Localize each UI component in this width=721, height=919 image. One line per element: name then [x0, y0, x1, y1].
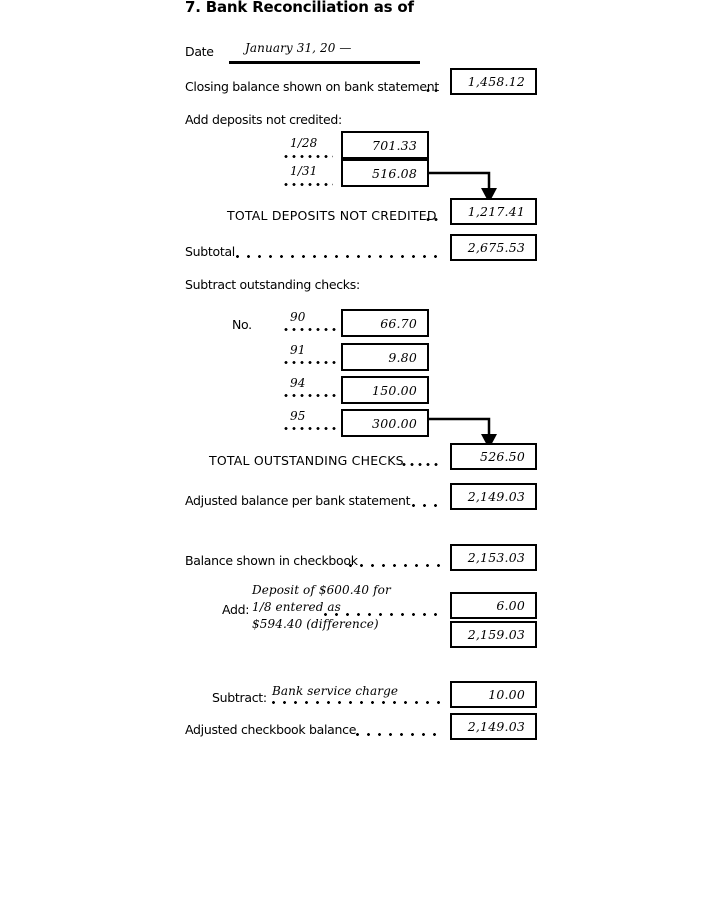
date-underline — [229, 61, 420, 64]
add-label: Add: — [222, 602, 250, 617]
deposit-amount-box-1[interactable]: 516.08 — [341, 159, 429, 187]
adjusted-bank-box[interactable]: 2,149.03 — [450, 483, 537, 510]
subtract-label: Subtract: — [212, 690, 267, 705]
add-note-line3[interactable]: $594.40 (difference) — [252, 617, 379, 631]
leader-dots — [345, 564, 442, 567]
add-value: 6.00 — [496, 598, 525, 613]
leader-dots — [424, 89, 442, 92]
checkbook-balance-label: Balance shown in checkbook — [185, 553, 358, 568]
closing-balance-value: 1,458.12 — [467, 74, 525, 89]
deposit-amount-1: 516.08 — [372, 165, 417, 181]
closing-balance-box[interactable]: 1,458.12 — [450, 68, 537, 95]
check-amount-box-2[interactable]: 150.00 — [341, 376, 429, 404]
leader-dots — [408, 504, 444, 507]
date-label: Date — [185, 44, 214, 59]
leader-dots — [268, 701, 442, 704]
adjusted-bank-label: Adjusted balance per bank statement — [185, 493, 411, 508]
subtract-value: 10.00 — [488, 687, 525, 702]
subtotal-label: Subtotal — [185, 244, 235, 259]
check-number-2[interactable]: 94 — [290, 376, 306, 390]
checkbook-balance-box[interactable]: 2,153.03 — [450, 544, 537, 571]
checkbook-balance-value: 2,153.03 — [467, 550, 525, 565]
check-amount-1: 9.80 — [388, 349, 417, 365]
leader-dots — [320, 613, 442, 616]
subtotal-value: 2,675.53 — [467, 240, 525, 255]
add-total-box[interactable]: 2,159.03 — [450, 621, 537, 648]
total-deposits-label: TOTAL DEPOSITS NOT CREDITED — [227, 208, 437, 223]
leader-dots — [282, 328, 339, 331]
total-checks-value: 526.50 — [480, 449, 525, 464]
deposit-amount-box-0[interactable]: 701.33 — [341, 131, 429, 159]
subtotal-box[interactable]: 2,675.53 — [450, 234, 537, 261]
closing-balance-label: Closing balance shown on bank statement — [185, 79, 439, 94]
adjusted-checkbook-box[interactable]: 2,149.03 — [450, 713, 537, 740]
add-note-line1[interactable]: Deposit of $600.40 for — [252, 583, 391, 597]
adjusted-checkbook-value: 2,149.03 — [467, 719, 525, 734]
total-deposits-box[interactable]: 1,217.41 — [450, 198, 537, 225]
deposits-header: Add deposits not credited: — [185, 112, 342, 127]
leader-dots — [282, 394, 339, 397]
date-value[interactable]: January 31, 20 — — [245, 41, 352, 55]
subtract-note[interactable]: Bank service charge — [272, 684, 399, 698]
deposit-date-0[interactable]: 1/28 — [290, 136, 318, 150]
check-amount-3: 300.00 — [372, 415, 417, 431]
total-checks-box[interactable]: 526.50 — [450, 443, 537, 470]
deposits-flow-arrow — [429, 171, 497, 203]
add-value-box[interactable]: 6.00 — [450, 592, 537, 619]
page-title: 7. Bank Reconciliation as of — [185, 0, 414, 16]
check-amount-2: 150.00 — [372, 382, 417, 398]
leader-dots — [282, 361, 339, 364]
leader-dots — [282, 183, 333, 186]
total-checks-label: TOTAL OUTSTANDING CHECKS — [209, 453, 404, 468]
leader-dots — [400, 463, 442, 466]
deposit-amount-0: 701.33 — [372, 137, 417, 153]
check-amount-box-3[interactable]: 300.00 — [341, 409, 429, 437]
add-total-value: 2,159.03 — [467, 627, 525, 642]
checks-header: Subtract outstanding checks: — [185, 277, 360, 292]
check-number-3[interactable]: 95 — [290, 409, 306, 423]
add-note-line2[interactable]: 1/8 entered as — [252, 600, 341, 614]
check-number-0[interactable]: 90 — [290, 310, 306, 324]
check-amount-box-1[interactable]: 9.80 — [341, 343, 429, 371]
leader-dots — [282, 155, 333, 158]
subtract-value-box[interactable]: 10.00 — [450, 681, 537, 708]
deposit-date-1[interactable]: 1/31 — [290, 164, 318, 178]
leader-dots — [282, 427, 339, 430]
total-deposits-value: 1,217.41 — [467, 204, 525, 219]
check-no-label: No. — [232, 317, 252, 332]
leader-dots — [352, 733, 442, 736]
check-number-1[interactable]: 91 — [290, 343, 306, 357]
adjusted-bank-value: 2,149.03 — [467, 489, 525, 504]
adjusted-checkbook-label: Adjusted checkbook balance — [185, 722, 357, 737]
checks-flow-arrow — [429, 417, 497, 449]
check-amount-0: 66.70 — [380, 315, 417, 331]
leader-dots — [232, 255, 442, 258]
leader-dots — [424, 218, 442, 221]
check-amount-box-0[interactable]: 66.70 — [341, 309, 429, 337]
